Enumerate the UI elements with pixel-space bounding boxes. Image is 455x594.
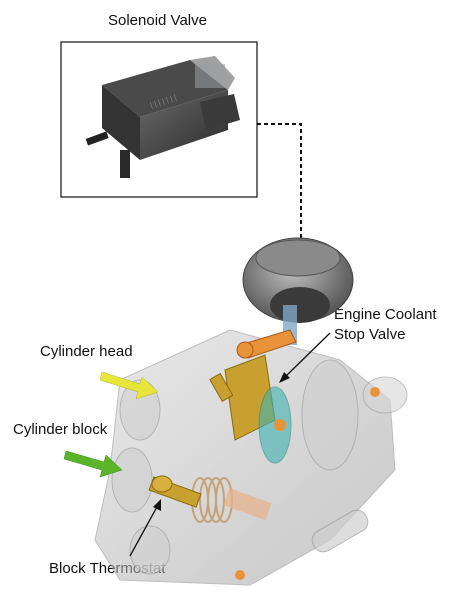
cylinder-head-arrow (99, 371, 159, 400)
coolant-valve-assembly (94, 237, 408, 586)
cylinder-block-label: Cylinder block (13, 421, 108, 438)
coolant-stop-valve-label-line2: Stop Valve (334, 326, 406, 343)
solenoid-valve-label: Solenoid Valve (108, 12, 207, 29)
solenoid-connector-line (257, 123, 302, 252)
coolant-valve-leader (279, 332, 331, 383)
cylinder-head-label: Cylinder head (40, 343, 133, 360)
cylinder-block-arrow (63, 450, 123, 478)
coolant-stop-valve-label-line1: Engine Coolant (334, 306, 437, 323)
thermostat-leader (129, 499, 161, 557)
solenoid-valve-illustration: ||||||| (85, 56, 240, 178)
